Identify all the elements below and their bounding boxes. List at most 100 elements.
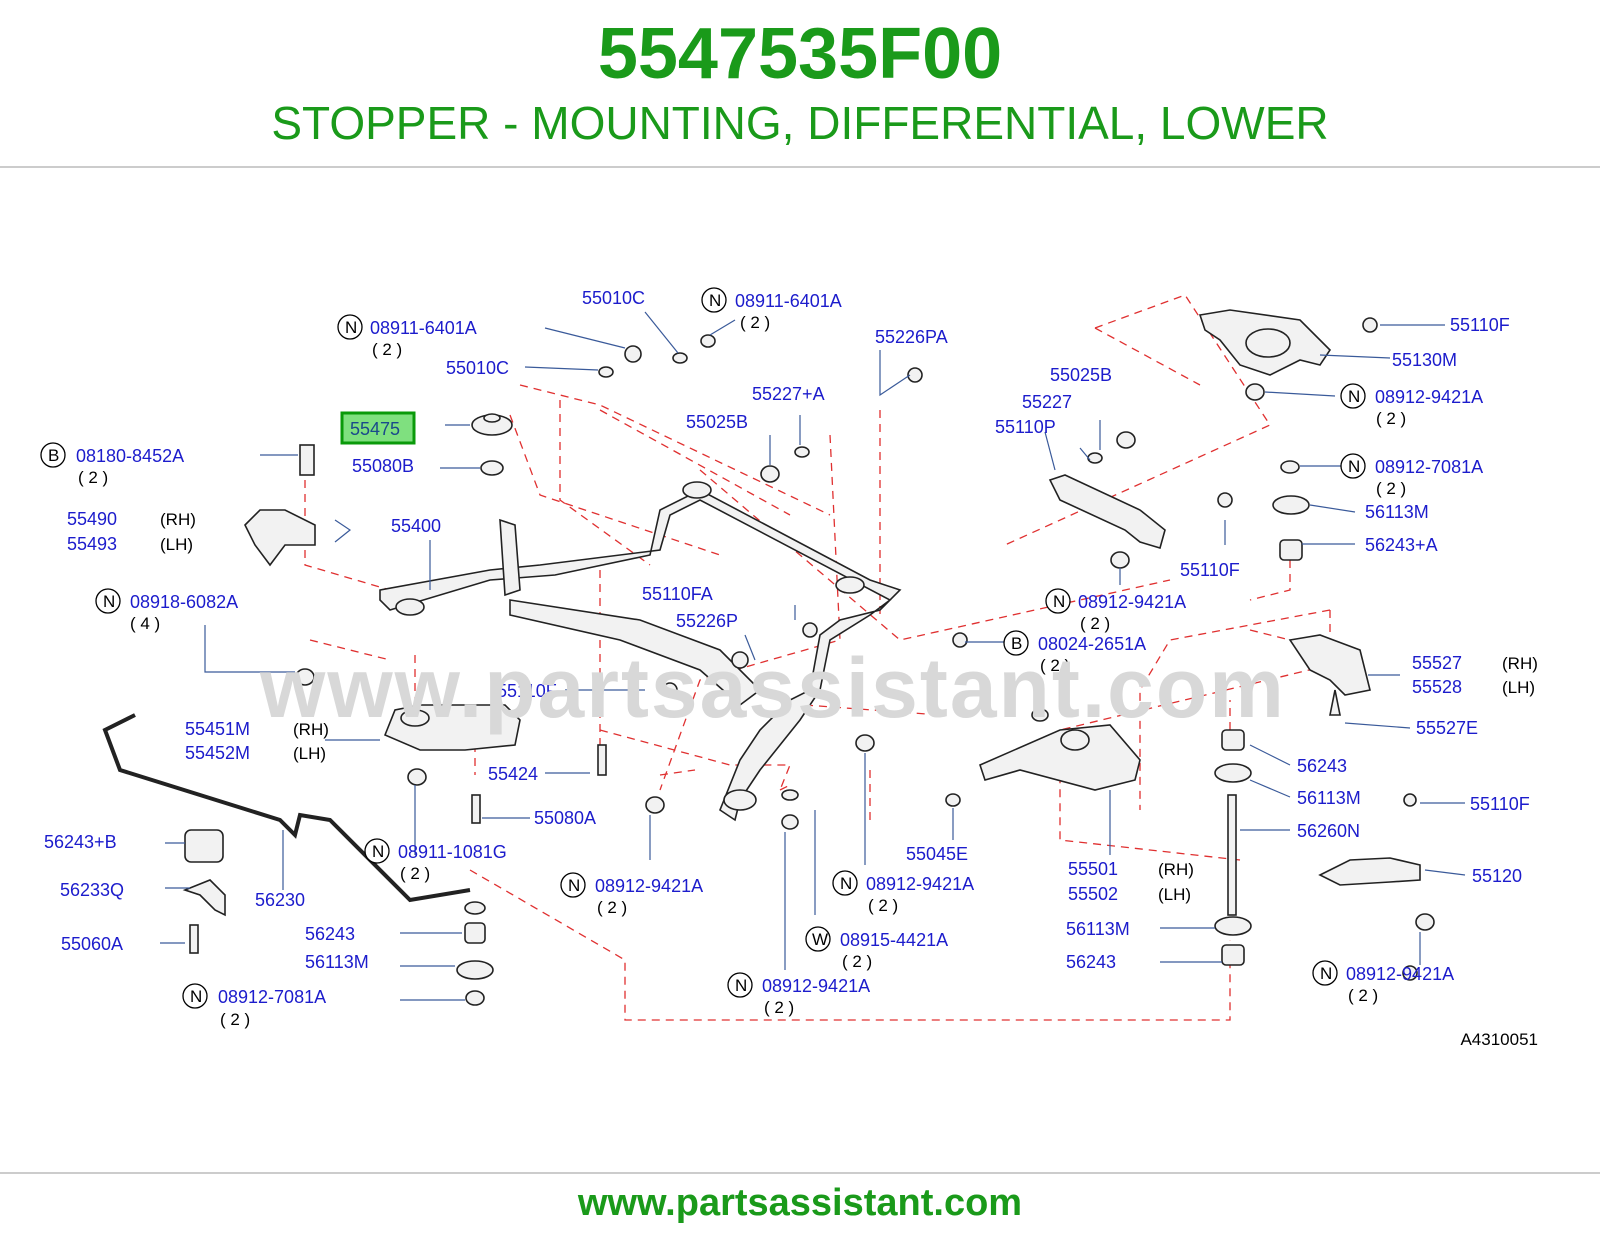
svg-text:( 2 ): ( 2 ) [740,313,770,332]
part-label[interactable]: 55025B [1050,365,1112,385]
part-label[interactable]: 08911-1081G [398,842,507,862]
part-label[interactable]: 55110F [1470,794,1530,814]
part-label[interactable]: 56243 [1066,952,1116,972]
svg-text:N: N [372,842,384,861]
svg-text:(RH): (RH) [1158,860,1194,879]
svg-text:( 2 ): ( 2 ) [400,864,430,883]
svg-text:(LH): (LH) [1158,885,1191,904]
svg-text:(LH): (LH) [160,535,193,554]
svg-text:( 2 ): ( 2 ) [372,340,402,359]
part-label[interactable]: 55528 [1412,677,1462,697]
part-label[interactable]: 08915-4421A [840,930,948,950]
svg-text:( 2 ): ( 2 ) [1376,409,1406,428]
part-label[interactable]: 08024-2651A [1038,634,1146,654]
svg-text:( 2 ): ( 2 ) [597,898,627,917]
svg-text:N: N [190,987,202,1006]
part-label[interactable]: 08912-9421A [762,976,870,996]
part-label[interactable]: 55226PA [875,327,948,347]
part-label[interactable]: 55451M [185,719,250,739]
part-label[interactable]: 55227+A [752,384,825,404]
part-label[interactable]: 08180-8452A [76,446,184,466]
footer-website[interactable]: www.partsassistant.com [577,1182,1023,1224]
drawing-code: A4310051 [1460,1030,1538,1049]
part-label[interactable]: 55130M [1392,350,1457,370]
svg-text:N: N [1348,387,1360,406]
svg-text:N: N [103,592,115,611]
svg-text:N: N [1320,964,1332,983]
part-label[interactable]: 08911-6401A [370,318,477,338]
svg-text:( 2 ): ( 2 ) [1376,479,1406,498]
part-label[interactable]: 55502 [1068,884,1118,904]
part-label[interactable]: 08911-6401A [735,291,842,311]
part-label[interactable]: 55452M [185,743,250,763]
svg-text:( 2 ): ( 2 ) [764,998,794,1017]
symbol-circles [40,287,1366,1009]
part-label[interactable]: 55045E [906,844,968,864]
highlighted-part-label[interactable]: 55475 [350,419,400,439]
part-label[interactable]: 56113M [1365,502,1429,522]
part-label[interactable]: 56230 [255,890,305,910]
part-label[interactable]: 08912-9421A [595,876,703,896]
parts-diagram: www.partsassistant.com A4310051 [0,170,1600,1174]
part-label[interactable]: 08912-9421A [1346,964,1454,984]
diagram-canvas: 55010C N 08911-6401A ( 2 ) N 08911-6401A… [40,287,1538,1029]
leader-lines [160,311,1466,1001]
header-divider [0,166,1600,168]
part-label[interactable]: 56233Q [60,880,124,900]
part-label[interactable]: 56260N [1297,821,1360,841]
part-label[interactable]: 08918-6082A [130,592,238,612]
svg-text:N: N [568,876,580,895]
part-label[interactable]: 55110F [1450,315,1510,335]
part-label[interactable]: 55010C [582,288,645,308]
part-label[interactable]: 55110FA [642,584,713,604]
svg-text:(RH): (RH) [1502,654,1538,673]
part-label[interactable]: 08912-9421A [1078,592,1186,612]
part-label[interactable]: 55490 [67,509,117,529]
part-label[interactable]: 55501 [1068,859,1118,879]
svg-text:(LH): (LH) [293,744,326,763]
part-label[interactable]: 55080B [352,456,414,476]
svg-text:N: N [1348,457,1360,476]
part-label[interactable]: 56113M [305,952,369,972]
svg-text:( 2 ): ( 2 ) [842,952,872,971]
part-label[interactable]: 56243+A [1365,535,1438,555]
svg-text:( 2 ): ( 2 ) [868,896,898,915]
part-label[interactable]: 55080A [534,808,596,828]
part-label[interactable]: 08912-7081A [218,987,326,1007]
highlighted-part-box[interactable] [340,411,416,445]
svg-text:N: N [1053,592,1065,611]
part-label[interactable]: 08912-9421A [1375,387,1483,407]
svg-text:( 2 ): ( 2 ) [1080,614,1110,633]
part-label[interactable]: 56113M [1297,788,1361,808]
part-label[interactable]: 55110F [497,681,557,701]
part-label[interactable]: 56243+B [44,832,117,852]
part-label[interactable]: 55025B [686,412,748,432]
part-label[interactable]: 55226P [676,611,738,631]
svg-text:B: B [48,446,59,465]
part-label[interactable]: 56113M [1066,919,1130,939]
part-label[interactable]: 55527 [1412,653,1462,673]
part-labels: 55010C N 08911-6401A ( 2 ) N 08911-6401A… [44,288,1538,1029]
part-label[interactable]: 55010C [446,358,509,378]
part-description: STOPPER - MOUNTING, DIFFERENTIAL, LOWER [271,97,1329,149]
svg-text:(RH): (RH) [160,510,196,529]
part-label[interactable]: 55400 [391,516,441,536]
part-label[interactable]: 08912-7081A [1375,457,1483,477]
part-label[interactable]: 55527E [1416,718,1478,738]
part-label[interactable]: 56243 [305,924,355,944]
part-label[interactable]: 55060A [61,934,123,954]
part-label[interactable]: 55110F [1180,560,1240,580]
part-label[interactable]: 55493 [67,534,117,554]
svg-text:(RH): (RH) [293,720,329,739]
part-label[interactable]: 55120 [1472,866,1522,886]
part-label[interactable]: 56243 [1297,756,1347,776]
part-shapes [102,309,1435,1006]
svg-text:( 2 ): ( 2 ) [1348,986,1378,1005]
part-label[interactable]: 55227 [1022,392,1072,412]
svg-text:(LH): (LH) [1502,678,1535,697]
part-label[interactable]: 55110P [995,417,1056,437]
svg-text:B: B [1011,634,1022,653]
part-label[interactable]: 55424 [488,764,538,784]
part-label[interactable]: 08912-9421A [866,874,974,894]
svg-text:N: N [735,976,747,995]
